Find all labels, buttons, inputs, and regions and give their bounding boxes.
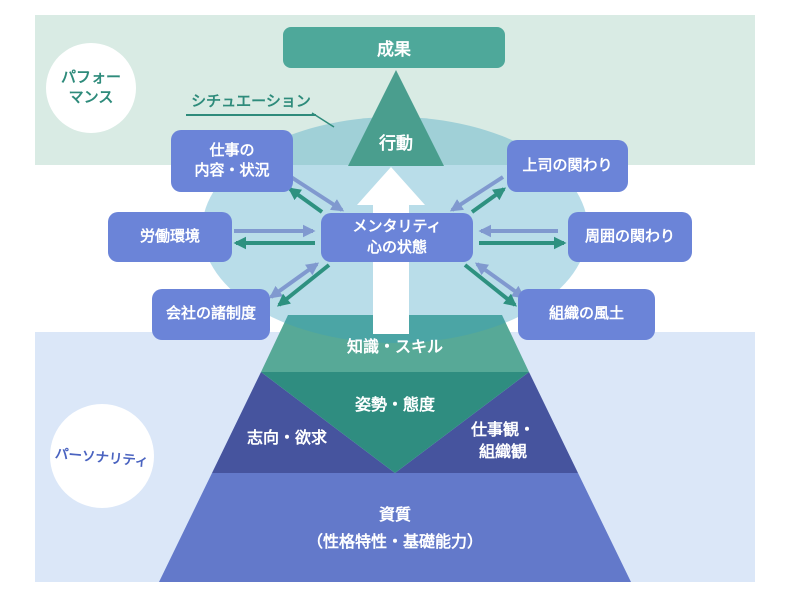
- factor-env-label: 労働環境: [139, 227, 200, 245]
- pyramid-qualities-line2: （性格特性・基礎能力）: [306, 534, 483, 552]
- pyramid-attitude-triangle: [261, 372, 529, 473]
- mentality-box: メンタリティ 心の状態: [321, 213, 473, 262]
- pyramid-qualities-line1: 資質: [378, 507, 411, 524]
- pyramid-qualities-base: [159, 473, 631, 582]
- arrow-culture-mentality-both: [474, 262, 526, 299]
- pyramid-desire-label: 志向・欲求: [246, 430, 327, 447]
- factor-box-peer-involvement: 周囲の関わり: [568, 212, 692, 262]
- arrow-group: [233, 175, 567, 307]
- behavior-label: 行動: [379, 134, 413, 153]
- factor-system-label: 会社の諸制度: [165, 305, 256, 323]
- arrow-mentality-to-system: [277, 263, 331, 307]
- arrow-mentality-to-culture: [463, 263, 517, 307]
- pyramid-workview-label: 仕事観・ 組織観: [443, 420, 563, 463]
- factor-peer-label: 周囲の関わり: [584, 227, 675, 245]
- factor-box-org-culture: 組織の風土: [518, 289, 655, 340]
- behavior-triangle: [348, 70, 444, 166]
- pyramid-workview-line1: 仕事観・: [470, 422, 535, 439]
- pyramid-workview-line2: 組織観: [478, 443, 527, 461]
- personality-zone-circle: パーソナリティ: [50, 404, 154, 508]
- factor-culture-label: 組織の風土: [548, 305, 624, 323]
- arrow-system-mentality-both: [268, 262, 320, 299]
- pyramid-knowledge-band: [261, 315, 529, 372]
- pyramid-qualities-label: 資質 （性格特性・基礎能力）: [255, 502, 535, 556]
- arrow-mentality-to-work: [287, 187, 324, 214]
- performance-zone-circle: パフォー マンス: [46, 43, 136, 133]
- factor-boss-label: 上司の関わり: [522, 156, 613, 174]
- factor-box-company-systems: 会社の諸制度: [152, 289, 270, 340]
- factor-box-work-environment: 労働環境: [108, 212, 232, 262]
- factor-work-line2: 内容・状況: [194, 162, 270, 179]
- pyramid-knowledge-label: 知識・スキル: [346, 339, 443, 356]
- factor-box-work-content: 仕事の 内容・状況: [171, 130, 293, 192]
- mentality-line1: メンタリティ: [352, 218, 442, 236]
- pyramid-workview-triangle: [395, 372, 578, 473]
- arrow-mentality-to-boss: [470, 187, 507, 214]
- outcome-box: 成果: [283, 27, 505, 68]
- arrow-work-to-mentality: [289, 175, 345, 212]
- arrow-boss-to-mentality: [449, 175, 505, 212]
- pyramid-attitude-label: 姿勢・態度: [354, 397, 435, 414]
- performance-zone-label-line1: パフォー: [60, 68, 121, 86]
- performance-zone-label-line2: マンス: [68, 89, 114, 106]
- mentality-line2: 心の状態: [366, 238, 427, 256]
- outcome-label: 成果: [377, 40, 411, 59]
- factor-box-boss-involvement: 上司の関わり: [507, 140, 628, 192]
- factor-work-line1: 仕事の: [209, 141, 255, 159]
- pyramid-desire-triangle: [212, 372, 395, 473]
- situation-label: シチュエーション: [186, 90, 316, 116]
